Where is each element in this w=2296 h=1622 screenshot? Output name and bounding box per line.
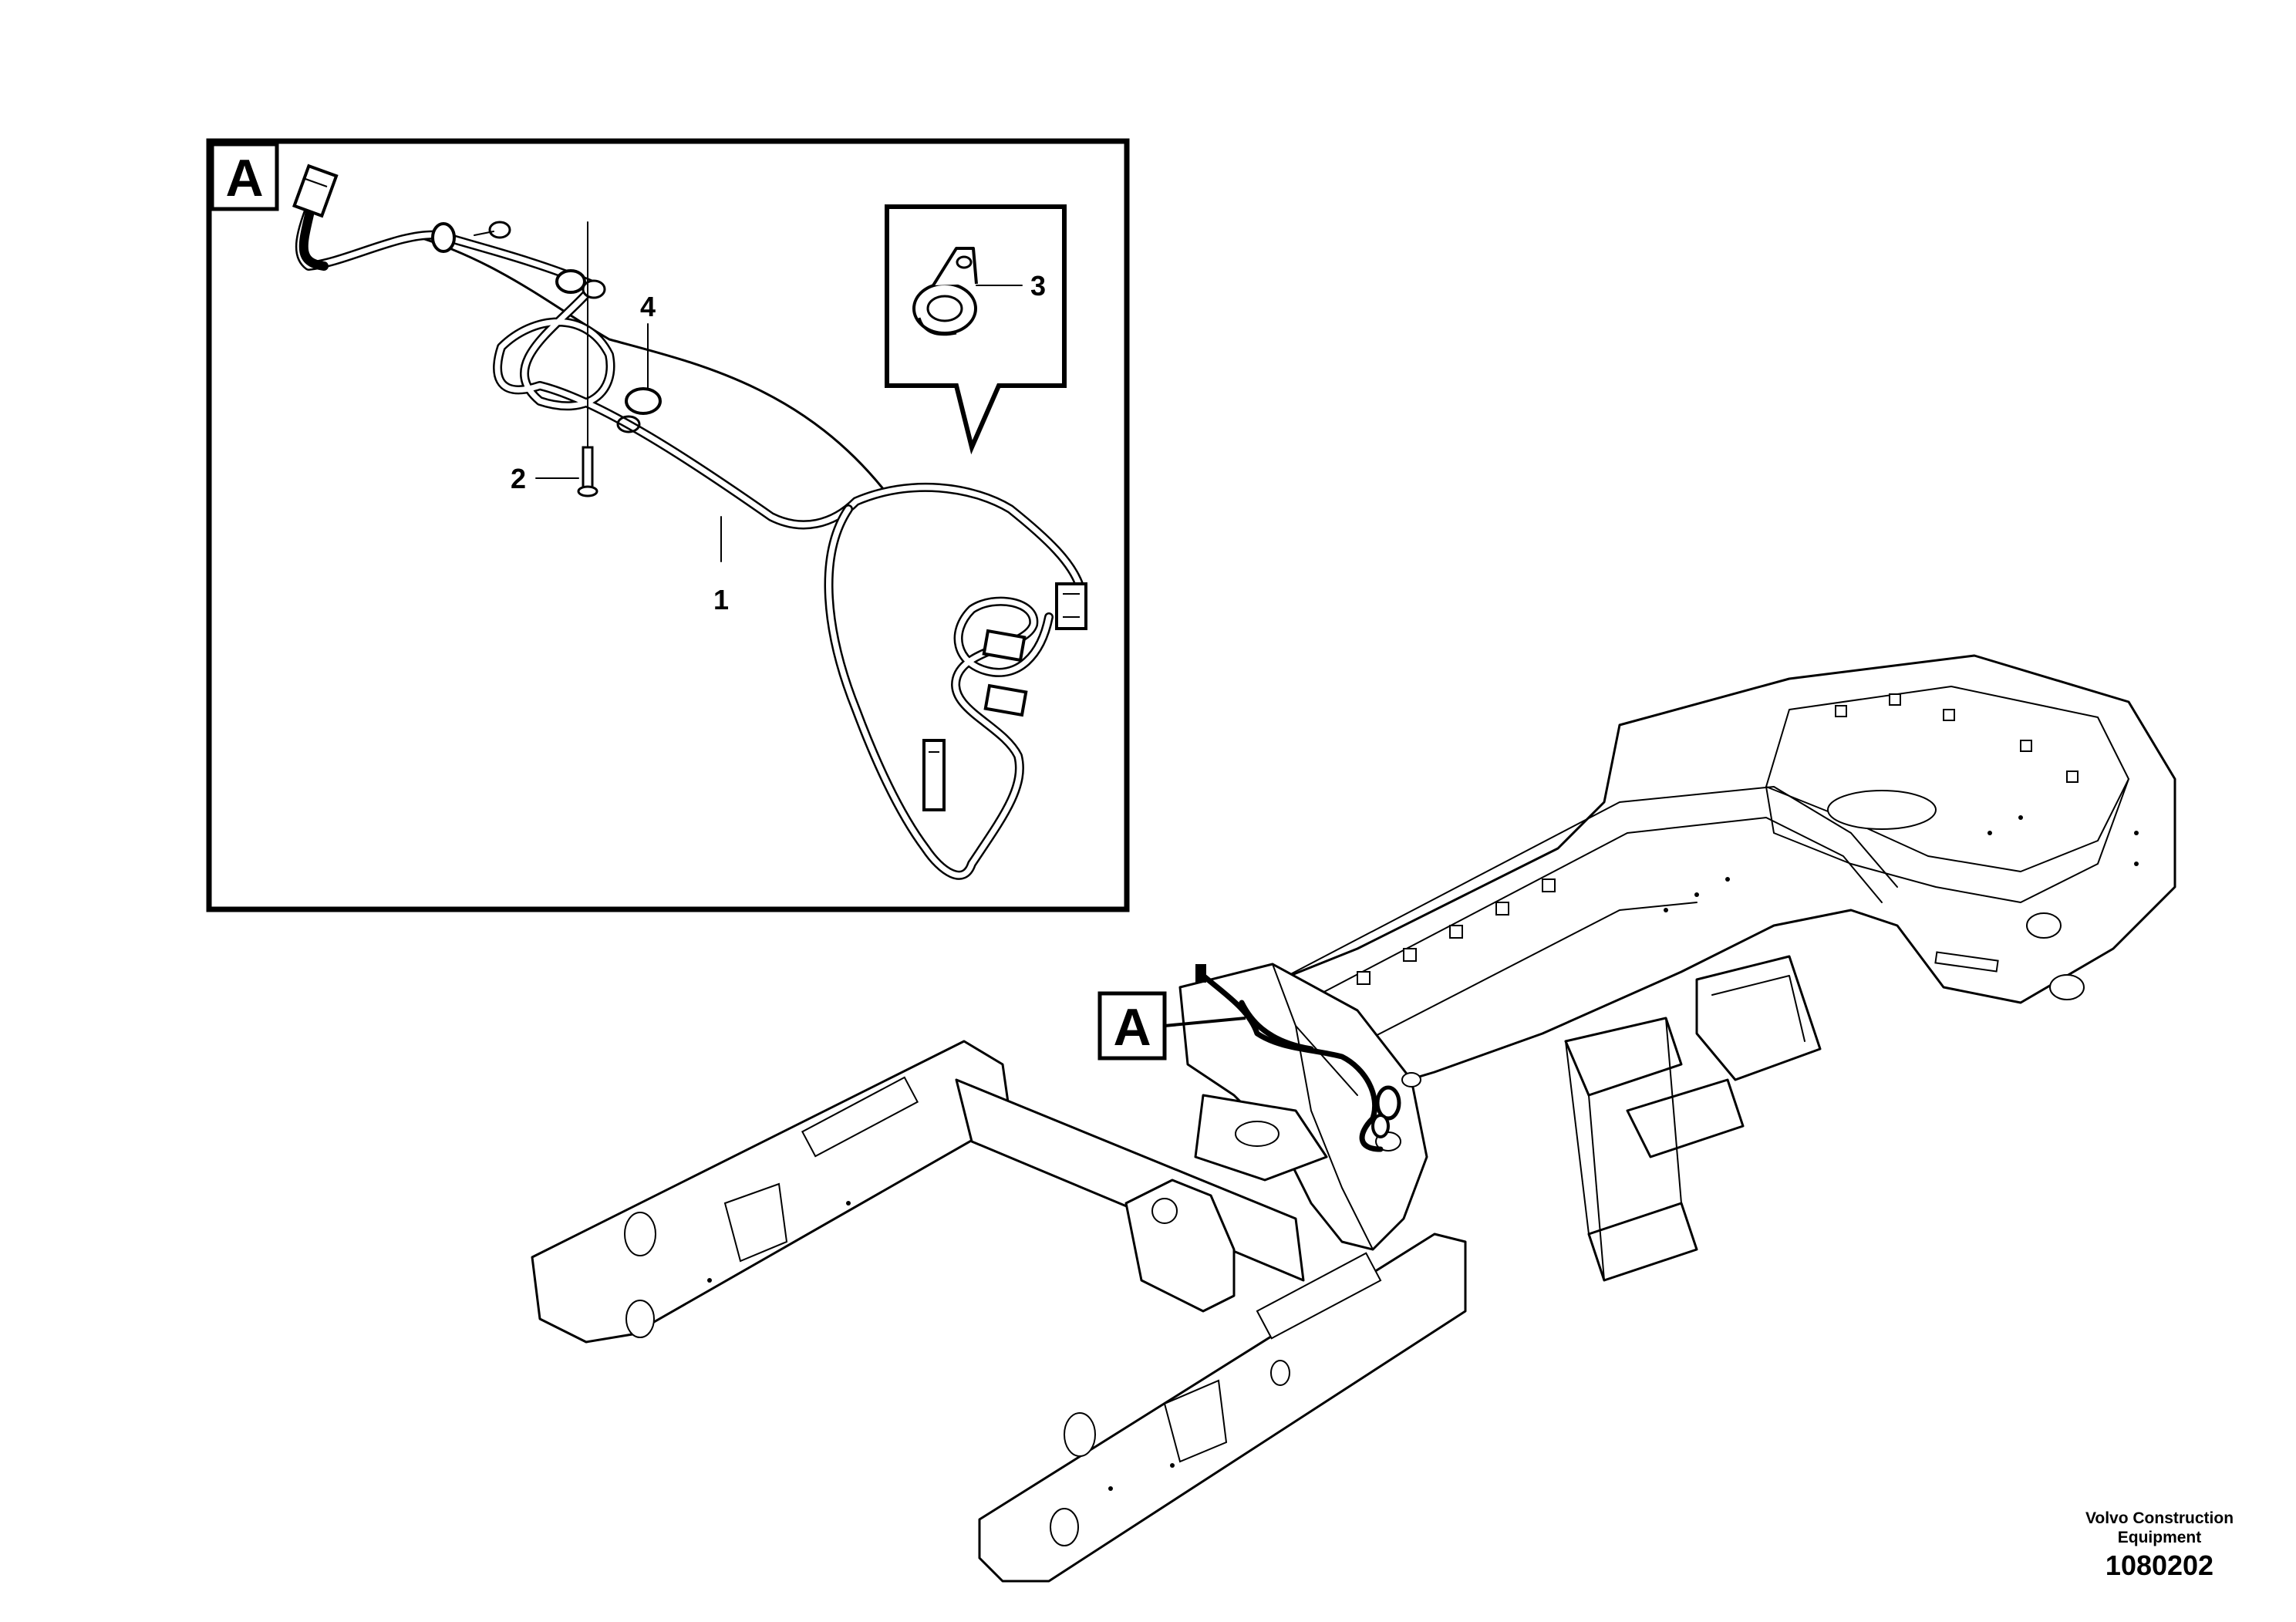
machine-frame: A [531,654,2176,1583]
screw-icon [577,446,598,497]
cable-tie-2 [616,415,641,433]
installed-harness [1195,964,1401,1152]
connector-mid-lower-icon [983,683,1028,717]
chassis-inner-tub [1765,686,2129,872]
detail-view-a: A 3 [206,138,1130,912]
grommet-1 [431,222,456,253]
callout-4: 4 [640,291,656,322]
front-frame [531,1040,1467,1583]
connector-bottom-icon [922,739,946,811]
detail-marker-a: A [1097,991,1246,1061]
clamp-1 [555,269,586,294]
clamp-2 [582,279,606,299]
step-lower [1587,1202,1698,1282]
step-upper [1564,1017,1683,1097]
pivot-pin [1151,1198,1178,1224]
slew-ring-opening [1827,790,1937,830]
detail-marker-box [1097,991,1167,1061]
detail-marker-label: A [1113,998,1151,1057]
callout-2: 2 [511,463,526,494]
chassis-top-plate [1271,654,2176,1097]
connector-right-icon [1055,582,1087,630]
cable-tie [625,387,662,415]
detail-view-label-box [210,142,279,211]
drawing-number: 1080202 [2106,1549,2213,1581]
connector-left-icon [292,164,339,218]
ring-terminal [488,221,511,239]
clamp-enlargement: 3 [885,204,1067,455]
p-clamp-icon [912,247,978,336]
connector-mid-upper-icon [982,629,1027,663]
ground-wire [412,234,888,494]
callout-1: 1 [713,584,729,615]
brand-line-1: Volvo Construction [2085,1509,2234,1527]
access-steps [1564,955,1822,1282]
chassis-side-beam [1279,786,1898,980]
callout-3: 3 [1030,270,1046,302]
detail-marker-leader [1164,1017,1246,1027]
bracket-pad [1695,955,1822,1081]
clamp-enlargement-box [885,204,1067,455]
step-middle [1626,1078,1745,1158]
detail-view-label: A [225,149,263,207]
lift-eye [2026,912,2062,939]
wire-harness [292,164,1087,880]
main-chassis [1178,654,2176,1251]
footer: Volvo Construction Equipment 1080202 [2085,1509,2234,1581]
brand-line-2: Equipment [2118,1529,2202,1546]
